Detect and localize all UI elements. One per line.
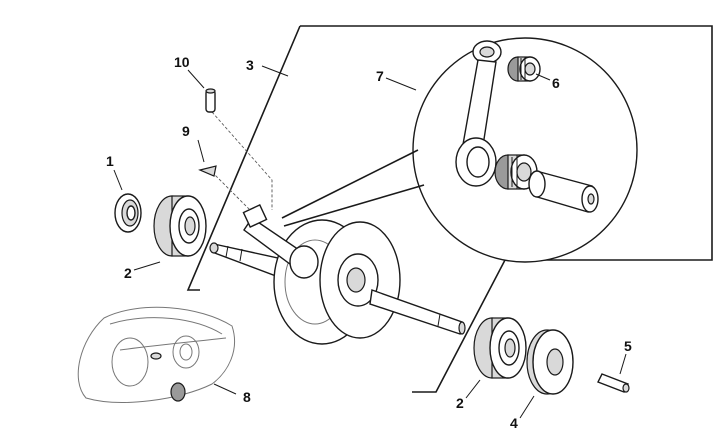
small-end-bearing — [507, 56, 541, 82]
callout-3: 3 — [246, 57, 254, 73]
crankcase-half — [77, 306, 236, 403]
callout-5: 5 — [624, 338, 632, 354]
crank-pin — [528, 170, 599, 213]
woodruff-key — [198, 165, 217, 177]
callout-8: 8 — [243, 389, 251, 405]
leader-lines — [113, 65, 627, 419]
callout-1: 1 — [106, 153, 114, 169]
main-bearing-left — [153, 195, 207, 257]
dowel-pin — [597, 373, 630, 393]
main-bearing-right — [473, 317, 527, 379]
oil-seal — [114, 193, 142, 233]
big-end-bearing — [494, 154, 538, 190]
gudgeon-pin — [205, 88, 216, 113]
callout-7: 7 — [376, 68, 384, 84]
callout-2-left: 2 — [124, 265, 132, 281]
callout-2-right: 2 — [456, 395, 464, 411]
crankshaft-assembly — [209, 204, 466, 345]
connecting-rod — [455, 40, 502, 187]
callout-4: 4 — [510, 415, 518, 431]
spacer-washer — [526, 329, 574, 395]
callout-6: 6 — [552, 75, 560, 91]
callout-9: 9 — [182, 123, 190, 139]
assembly-guide-lines — [211, 111, 273, 211]
callout-10: 10 — [174, 54, 190, 70]
